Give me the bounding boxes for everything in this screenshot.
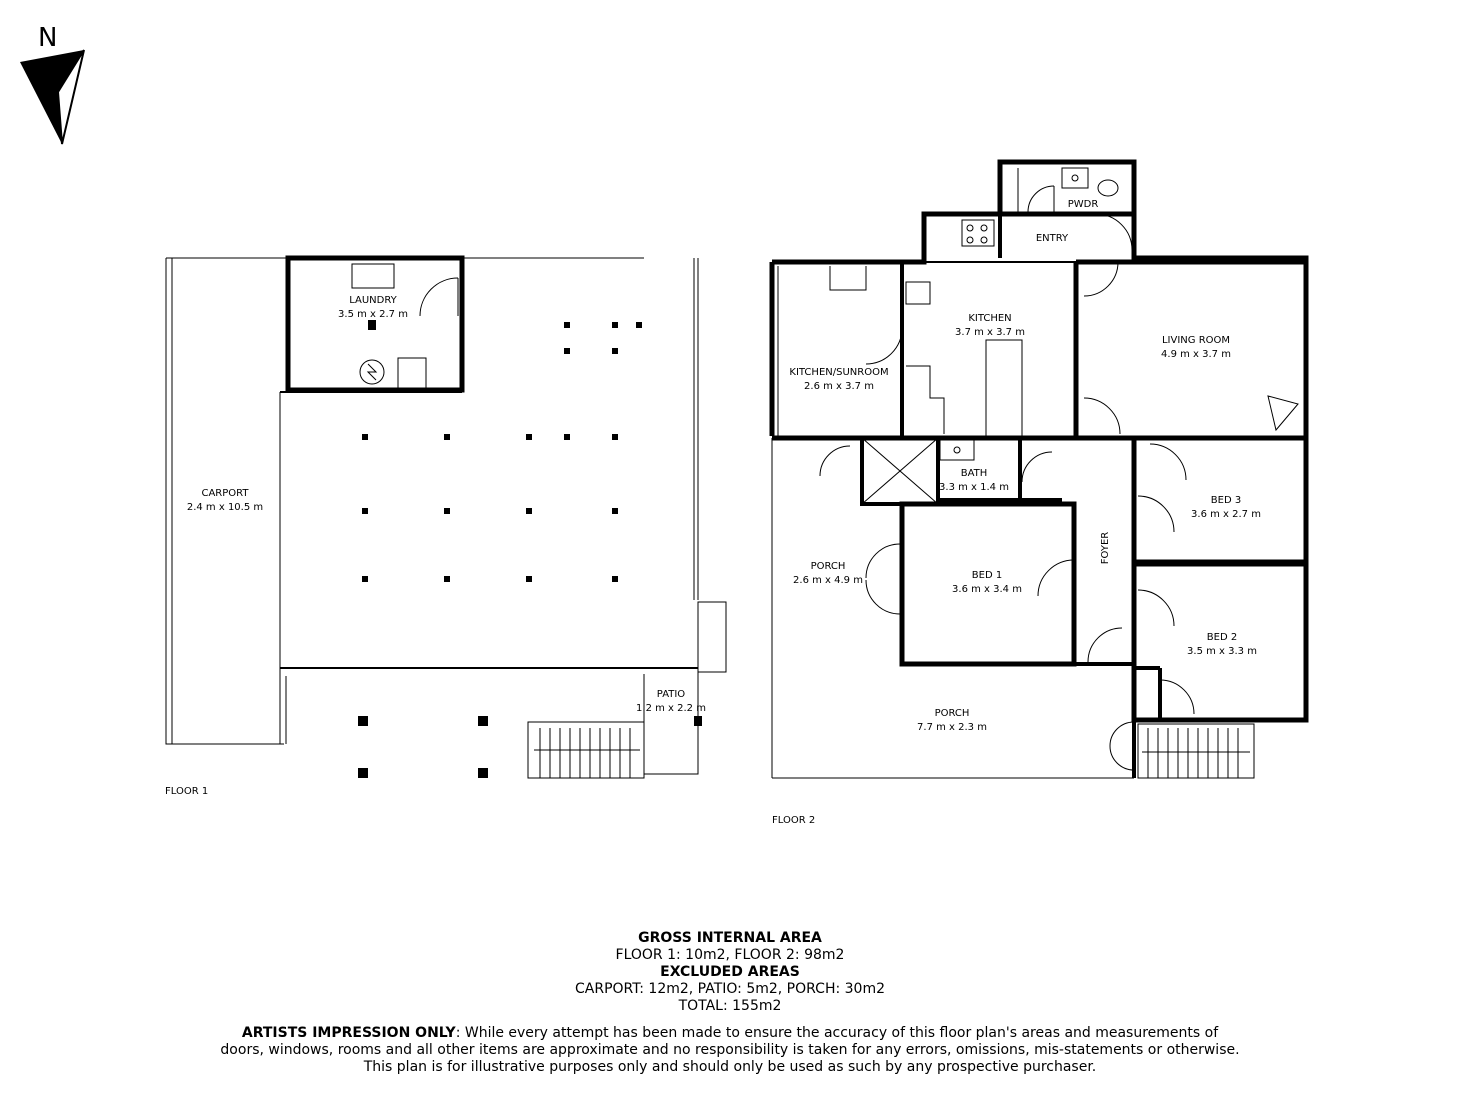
gross-area-heading: GROSS INTERNAL AREA: [638, 930, 822, 946]
room-name-entry: ENTRY: [1036, 233, 1069, 244]
room-name-living: LIVING ROOM: [1162, 335, 1230, 346]
disclaimer-line-2: doors, windows, rooms and all other item…: [220, 1042, 1240, 1058]
room-dims-bed2: 3.5 m x 3.3 m: [1187, 646, 1257, 657]
room-dims-living: 4.9 m x 3.7 m: [1161, 349, 1231, 360]
room-name-laundry: LAUNDRY: [349, 295, 397, 306]
disclaimer-line-1: : While every attempt has been made to e…: [455, 1025, 1219, 1041]
floor-1-posts: [358, 320, 702, 778]
area-notes: GROSS INTERNAL AREA FLOOR 1: 10m2, FLOOR…: [0, 930, 1460, 1076]
room-dims-porch-side: 2.6 m x 4.9 m: [793, 575, 863, 586]
compass-north-label: N: [38, 23, 57, 53]
room-name-sunroom: KITCHEN/SUNROOM: [789, 367, 888, 378]
room-dims-patio: 1.2 m x 2.2 m: [636, 703, 706, 714]
room-name-pwdr: PWDR: [1068, 199, 1099, 210]
room-dims-laundry: 3.5 m x 2.7 m: [338, 309, 408, 320]
room-dims-carport: 2.4 m x 10.5 m: [187, 502, 263, 513]
disclaimer: ARTISTS IMPRESSION ONLY: While every att…: [0, 1025, 1460, 1076]
floor-2-plan: [769, 159, 1309, 779]
room-dims-bed3: 3.6 m x 2.7 m: [1191, 509, 1261, 520]
disclaimer-lead: ARTISTS IMPRESSION ONLY: [241, 1025, 456, 1041]
room-dims-kitchen: 3.7 m x 3.7 m: [955, 327, 1025, 338]
floor-1-plan: [165, 255, 727, 779]
floor-2-label: FLOOR 2: [772, 815, 815, 826]
room-name-bed3: BED 3: [1211, 495, 1241, 506]
north-arrow-icon: [20, 50, 84, 144]
room-name-kitchen: KITCHEN: [968, 313, 1011, 324]
disclaimer-line-3: This plan is for illustrative purposes o…: [363, 1059, 1097, 1075]
room-name-patio: PATIO: [657, 689, 686, 700]
gross-area-floors: FLOOR 1: 10m2, FLOOR 2: 98m2: [615, 947, 845, 963]
total-area: TOTAL: 155m2: [678, 998, 782, 1014]
room-dims-bath: 3.3 m x 1.4 m: [939, 482, 1009, 493]
room-labels: LAUNDRY 3.5 m x 2.7 m CARPORT 2.4 m x 10…: [187, 199, 1261, 733]
floor-1-label: FLOOR 1: [165, 786, 208, 797]
floor-plan: N: [20, 23, 1309, 826]
room-name-porch-front: PORCH: [935, 708, 970, 719]
room-name-bed1: BED 1: [972, 570, 1002, 581]
room-dims-porch-front: 7.7 m x 2.3 m: [917, 722, 987, 733]
room-name-foyer: FOYER: [1100, 532, 1111, 565]
compass: N: [20, 23, 85, 145]
room-dims-bed1: 3.6 m x 3.4 m: [952, 584, 1022, 595]
room-name-carport: CARPORT: [201, 488, 249, 499]
room-name-bed2: BED 2: [1207, 632, 1237, 643]
excluded-areas-line: CARPORT: 12m2, PATIO: 5m2, PORCH: 30m2: [574, 981, 886, 997]
excluded-areas-heading: EXCLUDED AREAS: [660, 964, 800, 980]
room-name-bath: BATH: [961, 468, 988, 479]
room-dims-sunroom: 2.6 m x 3.7 m: [804, 381, 874, 392]
room-name-porch-side: PORCH: [811, 561, 846, 572]
